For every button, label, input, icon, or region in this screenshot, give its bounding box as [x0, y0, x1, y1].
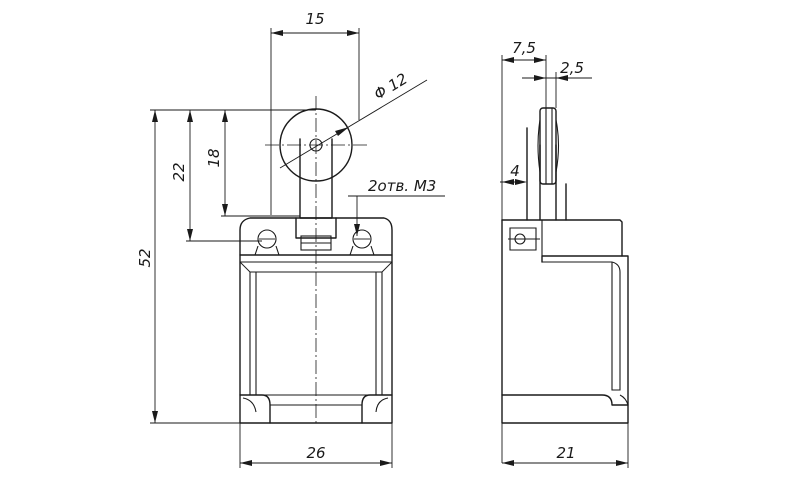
dimension-21-label: 21 [556, 444, 575, 462]
dimension-52: 52 [136, 109, 316, 424]
dimension-22: 22 [170, 110, 262, 242]
dimension-15: 15 [270, 10, 360, 215]
dimension-26: 26 [239, 423, 393, 468]
dimension-diameter-label: Φ 12 [371, 70, 411, 104]
side-view: 7,5 2,5 4 [500, 39, 629, 468]
holes-note-label: 2отв. М3 [368, 177, 436, 195]
dimension-2-5: 2,5 [522, 59, 592, 108]
dimension-18-label: 18 [205, 148, 223, 167]
dimension-diameter-12: Φ 12 [279, 70, 428, 169]
dimension-2-5-label: 2,5 [560, 59, 584, 77]
switch-body [239, 217, 393, 424]
holes-note: 2отв. М3 [348, 177, 445, 236]
dimension-18: 18 [205, 110, 300, 217]
front-view: 15 Φ 12 52 [136, 10, 445, 468]
dimension-21: 21 [502, 423, 629, 468]
dimension-7-5: 7,5 [501, 39, 547, 463]
lever-side [526, 127, 567, 221]
dimension-4-label: 4 [510, 162, 520, 180]
dimension-22-label: 22 [170, 162, 188, 181]
switch-body-side [501, 219, 629, 424]
dimension-4: 4 [500, 162, 527, 185]
dimension-52-label: 52 [136, 248, 154, 267]
dimension-26-label: 26 [306, 444, 325, 462]
dimension-7-5-label: 7,5 [512, 39, 536, 57]
dimension-15-label: 15 [305, 10, 324, 28]
roller [265, 96, 370, 425]
